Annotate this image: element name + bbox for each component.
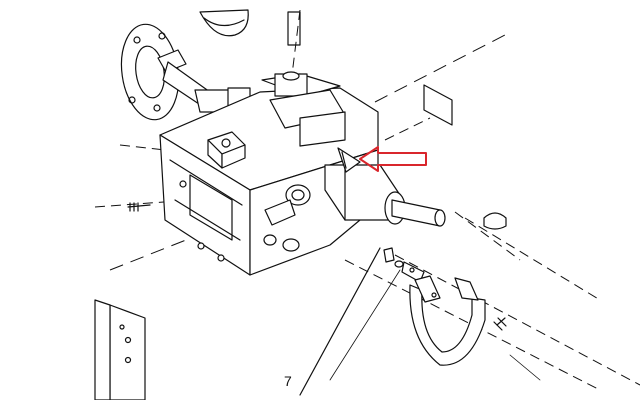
junction-box bbox=[94, 299, 146, 400]
leader-lines bbox=[299, 247, 541, 396]
shaft-key bbox=[483, 212, 507, 230]
pump-housing bbox=[159, 71, 446, 276]
gasket-plate bbox=[423, 84, 453, 126]
highlight-arrow bbox=[359, 146, 427, 172]
top-coupling bbox=[199, 9, 301, 46]
bolt-left bbox=[127, 202, 151, 212]
bolt-and-washer bbox=[383, 247, 425, 283]
clamp-band bbox=[409, 275, 486, 366]
small-screw bbox=[493, 317, 507, 331]
callout-number: 7 bbox=[284, 373, 292, 389]
